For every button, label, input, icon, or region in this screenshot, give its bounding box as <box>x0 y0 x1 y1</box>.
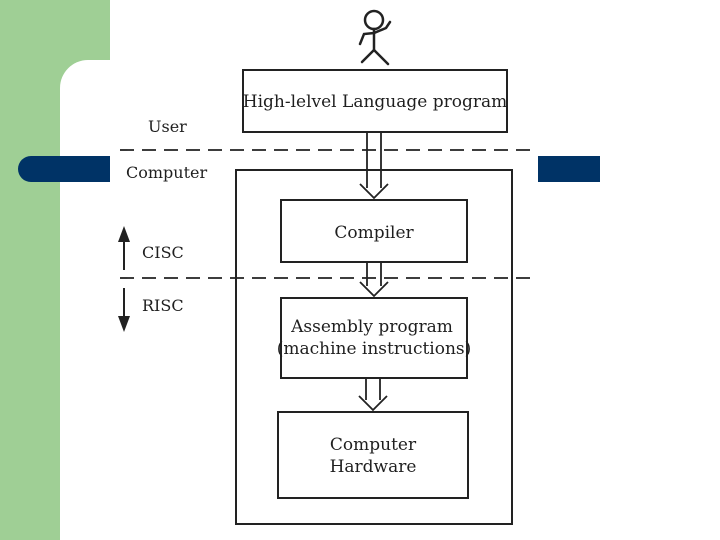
flow-arrow-compiler-to-assembly <box>359 262 389 298</box>
content-corner <box>60 60 110 540</box>
risc-down-arrow-icon <box>118 288 130 332</box>
hardware-label-line2: Hardware <box>330 457 417 477</box>
computer-container <box>235 169 513 525</box>
high-level-program-box <box>242 69 508 133</box>
user-label: User <box>148 117 187 136</box>
cisc-label: CISC <box>142 243 184 262</box>
assembly-program-label: Assembly program <box>290 317 453 337</box>
left-navy-accent-bar <box>18 156 110 182</box>
compiler-box <box>280 199 468 263</box>
cisc-up-arrow-icon <box>118 226 130 270</box>
right-navy-accent-bar <box>538 156 600 182</box>
flow-arrow-assembly-to-hardware <box>358 378 388 412</box>
hardware-label-line1: Computer <box>330 435 417 455</box>
high-level-program-label: High-lelvel Language program <box>243 92 507 112</box>
compiler-label: Compiler <box>334 223 414 243</box>
computer-hardware-box <box>277 411 469 499</box>
computer-label: Computer <box>126 163 207 182</box>
risc-label: RISC <box>142 296 184 315</box>
machine-instructions-label: (machine instructions) <box>277 339 472 359</box>
user-figure-icon <box>358 9 392 66</box>
assembly-program-box <box>280 297 468 379</box>
flow-arrow-user-to-compiler <box>359 132 389 200</box>
